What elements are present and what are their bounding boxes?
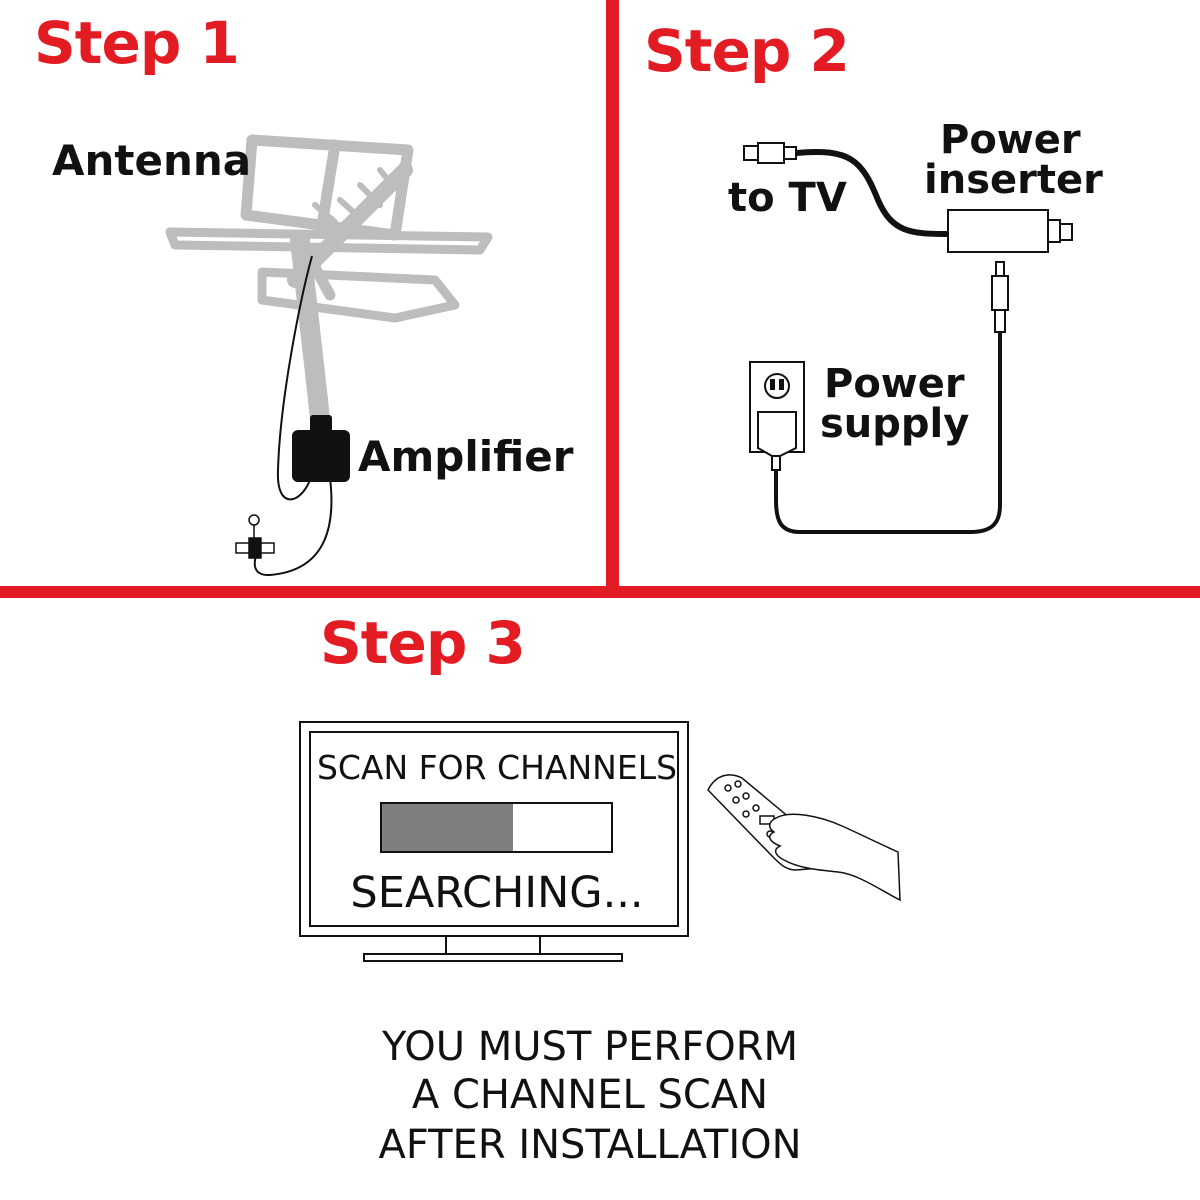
tv-searching-status: SEARCHING...	[350, 868, 644, 918]
power-supply-label-1: Power	[824, 361, 965, 407]
power-inserter-label-2: inserter	[924, 157, 1103, 203]
power-supply-label-2: supply	[820, 401, 970, 447]
power-inserter-label-1: Power	[940, 117, 1081, 163]
vertical-divider	[606, 0, 619, 586]
tv-scan-heading: SCAN FOR CHANNELS	[316, 748, 678, 787]
amplifier-icon	[292, 415, 350, 482]
step1-title: Step 1	[34, 9, 240, 77]
splitter-icon	[235, 514, 275, 559]
instruction-line-3: AFTER INSTALLATION	[378, 1122, 802, 1168]
power-adapter-icon	[757, 411, 797, 471]
hand-icon	[769, 813, 901, 902]
instruction-line-1: YOU MUST PERFORM	[381, 1024, 799, 1070]
power-inserter-icon	[947, 209, 1073, 253]
antenna-icon	[165, 134, 493, 430]
horizontal-divider	[0, 586, 1200, 598]
antenna-cable	[276, 255, 313, 501]
instruction-line-2: A CHANNEL SCAN	[411, 1072, 769, 1118]
to-tv-label: to TV	[728, 175, 847, 221]
dc-plug	[991, 261, 1009, 333]
step2-title: Step 2	[644, 17, 850, 85]
antenna-label: Antenna	[52, 136, 252, 185]
tv-icon	[299, 721, 689, 962]
amplifier-cable	[253, 477, 333, 577]
progress-fill	[382, 804, 513, 851]
amplifier-label: Amplifier	[358, 432, 574, 481]
step3-title: Step 3	[320, 609, 526, 677]
